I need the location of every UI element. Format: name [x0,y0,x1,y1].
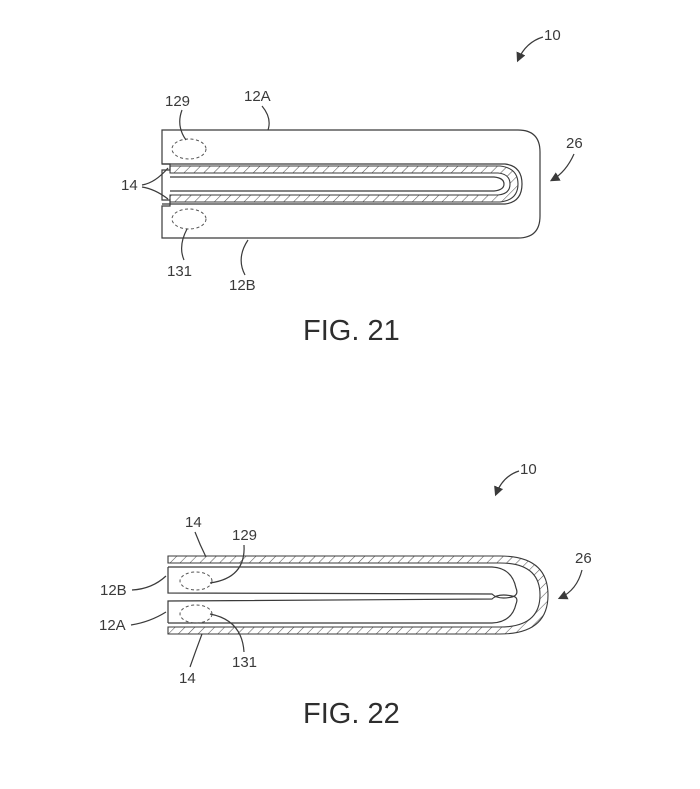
fig22-caption: FIG. 22 [303,698,400,730]
fig21-device-callout: 10 [516,27,561,63]
fig21-label-131: 131 [167,263,192,280]
fig22-label-14-top: 14 [185,514,202,531]
fig22-leader-14-bottom [189,633,203,668]
fig21-label-12a: 12A [244,88,271,105]
fig22-leader-26 [557,569,583,600]
fig21-label-14: 14 [121,177,138,194]
fig22-label-12b: 12B [100,582,127,599]
fig21-housing-inner-line [162,163,523,205]
fig21-folded-display [169,165,519,203]
fig21-device-arrow [516,36,544,63]
fig21-leader-131 [181,228,188,261]
fig21-leader-12b [240,239,249,276]
fig22-label-device: 10 [520,461,537,478]
fig21-caption: FIG. 21 [303,315,400,347]
fig22-component-131 [179,604,213,624]
fig22-leader-12a [130,611,167,626]
fig22-label-26: 26 [575,550,592,567]
fig21-leader-129 [179,109,187,141]
fig21-leader-14b [141,186,169,200]
fig21-leader-14a [141,167,169,186]
fig22-device-callout: 10 [494,461,537,497]
fig21-display-gap [170,176,505,192]
fig21-component-131 [171,208,207,230]
fig22-label-129: 129 [232,527,257,544]
fig22-label-12a: 12A [99,617,126,634]
fig21-component-129 [171,138,207,160]
fig21-label-26: 26 [566,135,583,152]
fig22-leader-12b [131,575,167,591]
figure-22: 10 14 129 12B 12A 26 14 131 FIG. 22 [99,461,592,730]
fig22-device-arrow [494,470,520,497]
fig21-label-12b: 12B [229,277,256,294]
fig22-housing-12b [167,566,518,599]
fig21-label-device: 10 [544,27,561,44]
fig22-leader-131 [209,613,245,653]
fig22-label-14-bottom: 14 [179,670,196,687]
fig21-label-129: 129 [165,93,190,110]
fig22-housing-12a [167,594,518,624]
fig21-housing-outline [161,129,541,239]
fig22-component-129 [179,571,213,591]
fig22-leader-14-top [194,531,207,558]
fig22-leader-129 [209,544,245,584]
figure-21: 10 129 12A 26 14 131 12B FIG. 21 [121,27,583,347]
fig21-leader-26 [549,153,575,182]
fig22-wrapped-display [167,555,549,635]
fig22-label-131: 131 [232,654,257,671]
fig21-leader-12a [261,105,270,131]
